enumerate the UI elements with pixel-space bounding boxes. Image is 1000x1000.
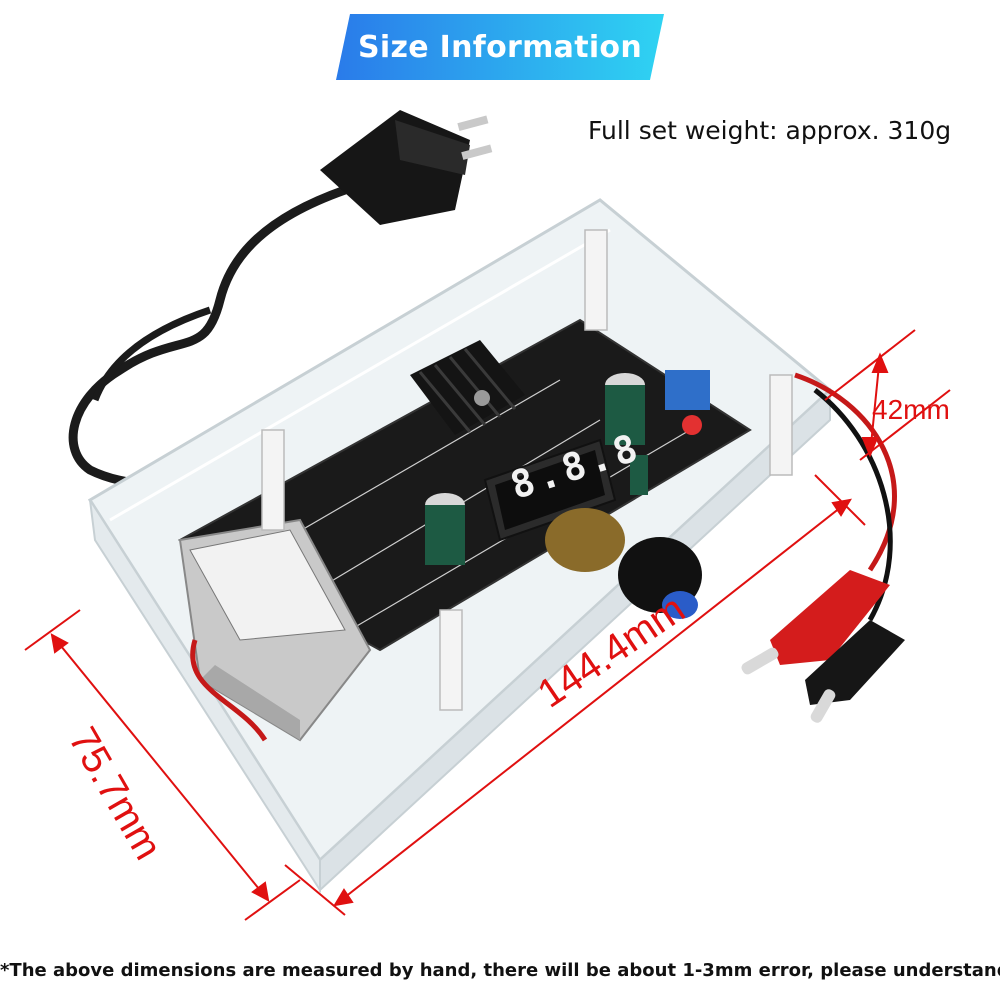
red-led — [682, 415, 702, 435]
standoffs — [261, 229, 793, 711]
capacitors — [425, 373, 648, 565]
terminal-block — [665, 370, 710, 410]
heatsink — [410, 340, 525, 435]
voltmeter-display — [483, 438, 617, 542]
transformer — [178, 518, 372, 742]
banner-title: Size Information — [357, 29, 642, 65]
power-plug — [320, 110, 493, 225]
size-information-banner: Size Information — [336, 14, 664, 80]
weight-label: Full set weight: approx. 310g — [588, 116, 952, 145]
test-leads — [741, 372, 905, 723]
measurement-footnote: *The above dimensions are measured by ha… — [0, 960, 1000, 981]
power-cord-loop — [91, 306, 212, 402]
dimension-lines — [24, 329, 951, 921]
height-dimension-label: 42mm — [872, 394, 950, 425]
product-photo — [24, 110, 951, 921]
banner-background — [336, 14, 664, 80]
potentiometer-knob — [545, 508, 702, 619]
transformer-wire — [190, 639, 268, 742]
